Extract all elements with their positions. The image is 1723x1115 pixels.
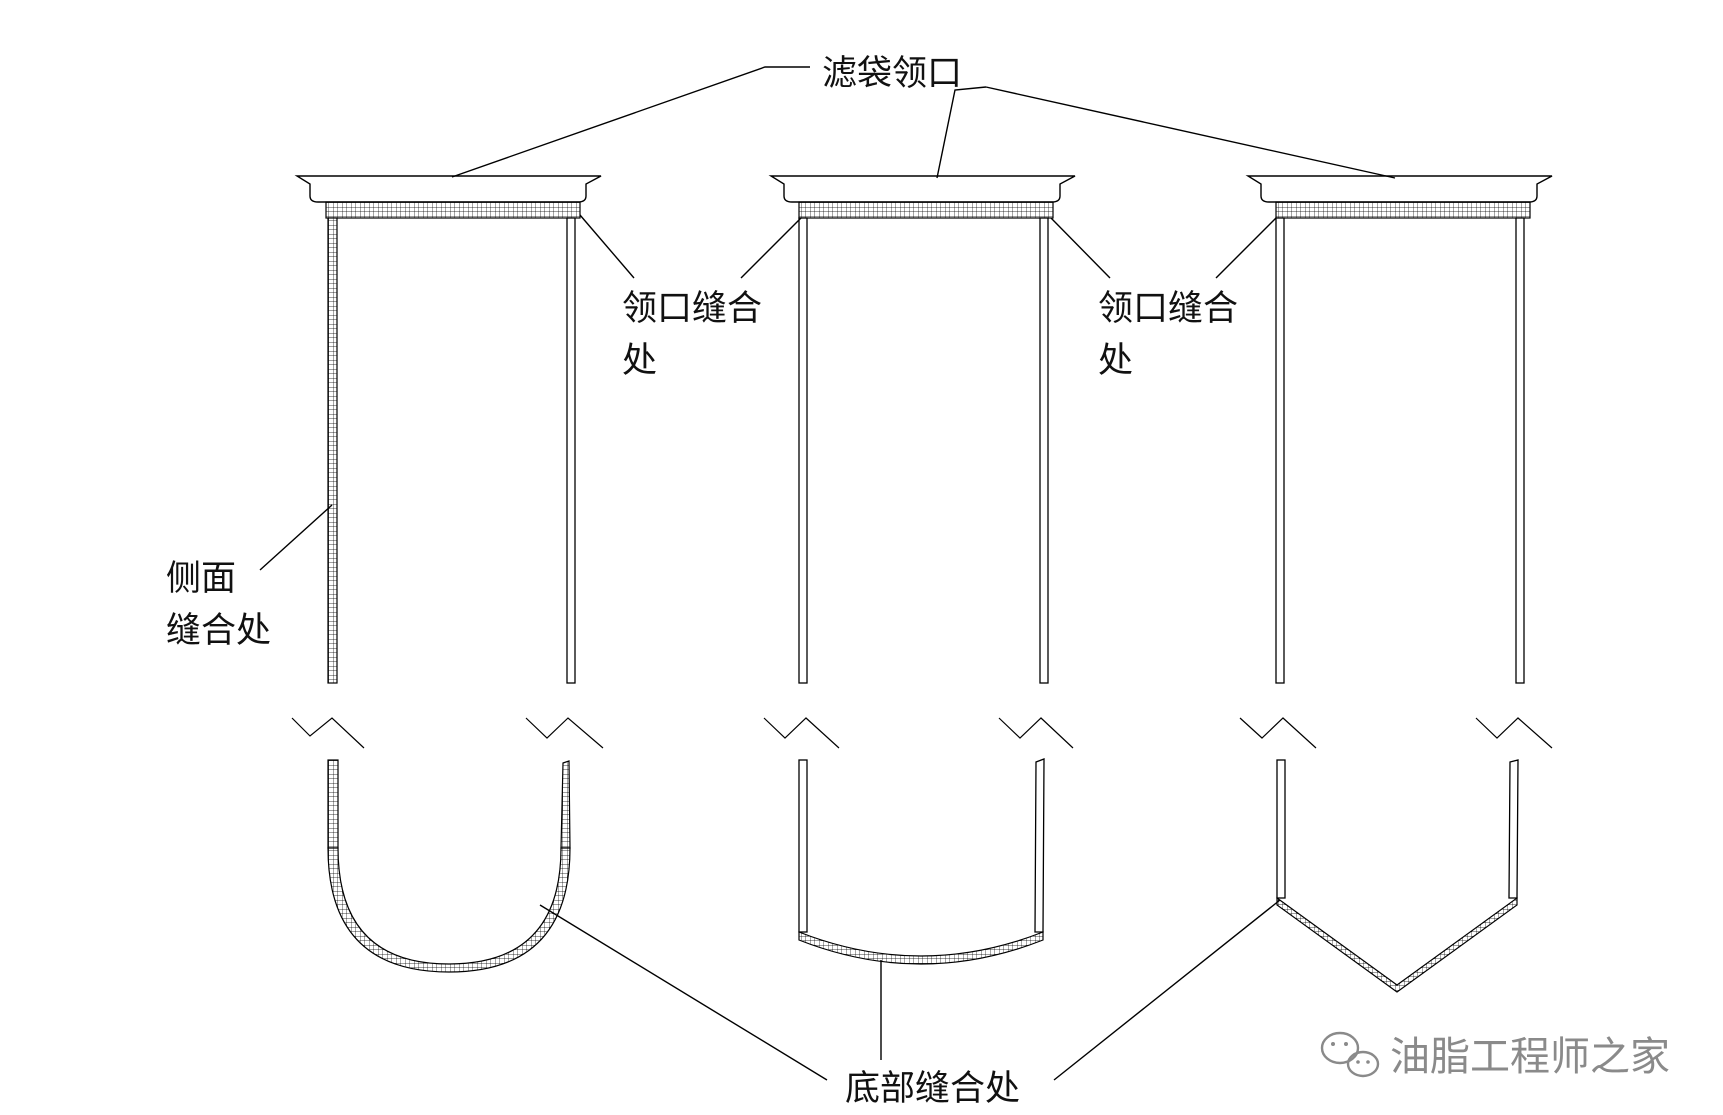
side-seam-label: 侧面: [166, 559, 236, 599]
right-wall: [1515, 217, 1525, 684]
bottom-seam-round: [327, 847, 571, 973]
collar-seam-band: [325, 201, 581, 219]
filter-bag-3: [1239, 175, 1553, 993]
lower-left-wall: [327, 759, 339, 849]
collar-seam-band: [1275, 201, 1531, 219]
watermark-text: 油脂工程师之家: [1390, 1034, 1670, 1080]
filter-bag-1: [291, 175, 604, 973]
side-seam-wall: [327, 217, 338, 684]
left-wall: [1275, 217, 1285, 684]
right-wall: [1039, 217, 1049, 684]
collar-seam-band: [798, 201, 1054, 219]
break-mark: [998, 717, 1074, 749]
watermark: 油脂工程师之家: [1320, 1031, 1670, 1080]
break-mark: [763, 717, 840, 749]
break-mark: [525, 717, 604, 749]
left-wall: [798, 217, 808, 684]
bottom-seam-label: 底部缝合处: [845, 1069, 1020, 1109]
collar-label: 滤袋领口: [822, 54, 962, 94]
leader-lines: [259, 66, 1396, 1081]
collar-ring: [1245, 175, 1553, 203]
side-seam-label-cont: 缝合处: [166, 611, 271, 651]
collar-seam-label-2-cont: 处: [1098, 341, 1133, 381]
bottom-seam-curve: [798, 931, 1044, 965]
lower-right-wall: [560, 760, 571, 849]
lower-left-wall: [1276, 759, 1286, 899]
collar-ring: [294, 175, 602, 203]
lower-right-wall: [1508, 759, 1519, 899]
collar-seam-label-1: 领口缝合: [622, 289, 762, 329]
collar-seam-label-2: 领口缝合: [1098, 289, 1238, 329]
wechat-icon: [1320, 1031, 1380, 1078]
break-mark: [291, 717, 365, 749]
break-mark: [1239, 717, 1317, 749]
filter-bag-2: [763, 175, 1076, 965]
break-mark: [1475, 717, 1553, 749]
lower-right-wall: [1034, 758, 1045, 933]
bottom-seam-v: [1276, 896, 1518, 993]
collar-seam-label-1-cont: 处: [622, 341, 657, 381]
right-wall: [566, 217, 576, 684]
lower-left-wall: [798, 759, 808, 933]
collar-ring: [768, 175, 1076, 203]
